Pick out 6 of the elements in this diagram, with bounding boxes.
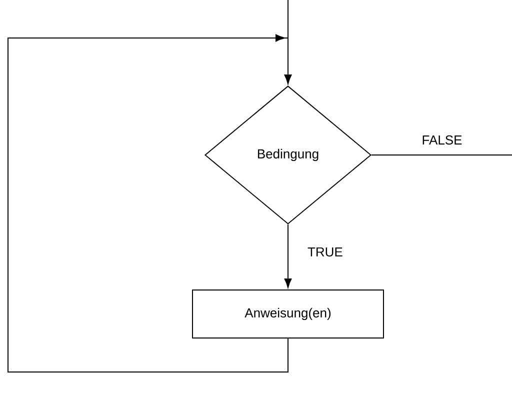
connector-line [371,154,512,156]
process-box: Anweisung(en) [192,289,384,338]
edge-label: TRUE [306,246,344,258]
arrow [8,34,292,372]
arrow [284,224,292,288]
edge-label: FALSE [420,134,464,146]
